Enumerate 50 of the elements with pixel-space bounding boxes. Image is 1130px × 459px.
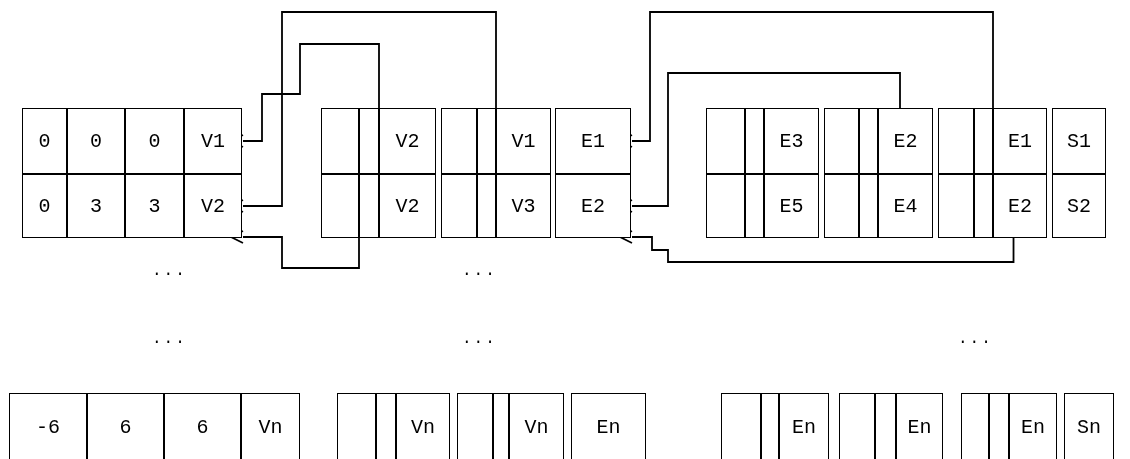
table-cell: 0 [125,108,184,174]
ellipsis: ... [958,330,993,348]
empty-cell [493,393,509,459]
table-cell: 6 [87,393,164,459]
table-cell: S1 [1052,108,1106,174]
table-cell: E2 [878,108,933,174]
table-cell: Sn [1064,393,1114,459]
table-cell: 0 [67,108,125,174]
table-cell: E1 [555,108,631,174]
table-cell: En [1009,393,1057,459]
table-cell: 3 [125,174,184,238]
table-cell: V3 [496,174,551,238]
table-cell: V1 [496,108,551,174]
empty-cell [961,393,989,459]
ellipsis: ... [152,330,187,348]
table-cell: S2 [1052,174,1106,238]
table-cell: 6 [164,393,241,459]
table-cell: V2 [184,174,242,238]
table-cell: 0 [22,108,67,174]
empty-cell [457,393,493,459]
table-cell: E4 [878,174,933,238]
table-cell: E5 [764,174,819,238]
table-cell: Vn [396,393,450,459]
arrow [619,230,1015,263]
empty-cell [337,393,376,459]
empty-cell [989,393,1009,459]
ellipsis: ... [462,330,497,348]
empty-cell [761,393,779,459]
table-cell: 3 [67,174,125,238]
table-cell: E3 [764,108,819,174]
table-cell: E1 [993,108,1047,174]
empty-cell [721,393,761,459]
empty-cell [839,393,875,459]
empty-cell [376,393,396,459]
ellipsis: ... [152,262,187,280]
table-cell: En [571,393,646,459]
table-cell: V2 [379,174,436,238]
table-cell: En [896,393,943,459]
table-cell: 0 [22,174,67,238]
ellipsis: ... [462,262,497,280]
table-cell: Vn [241,393,300,459]
table-cell: V2 [379,108,436,174]
table-cell: E2 [555,174,631,238]
table-cell: -6 [9,393,87,459]
table-cell: En [779,393,829,459]
table-cell: Vn [509,393,564,459]
table-cell: V1 [184,108,242,174]
table-cell: E2 [993,174,1047,238]
empty-cell [875,393,896,459]
arrow [230,230,360,269]
